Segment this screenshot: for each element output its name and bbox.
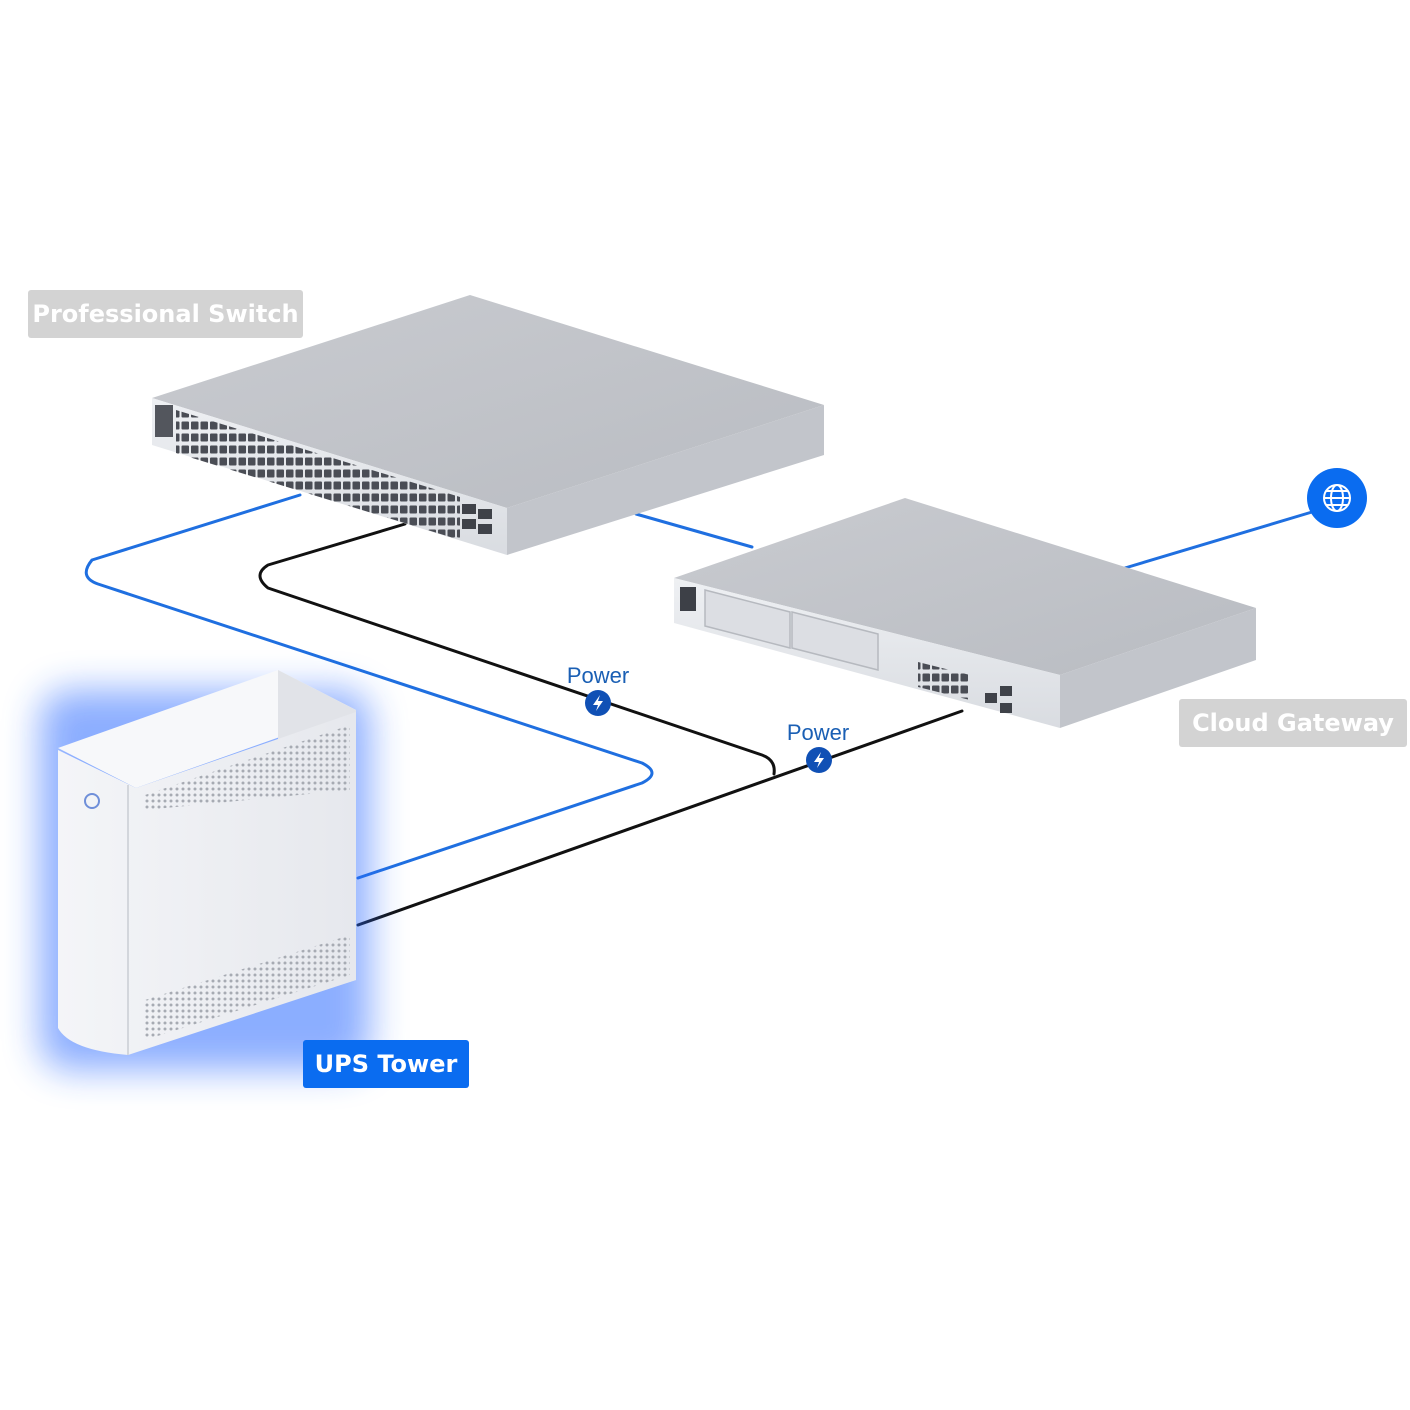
power-label-2: Power — [787, 720, 849, 745]
cables — [84, 493, 1314, 927]
power-cable-ups-to-switch — [258, 522, 776, 776]
bolt-icon — [593, 695, 603, 711]
ups-vent-lower — [145, 935, 350, 1040]
power-cable-ups-to-gateway — [356, 709, 964, 927]
ups-vent-upper — [145, 725, 350, 810]
professional-switch-device[interactable] — [152, 295, 824, 555]
data-link-gateway-to-internet — [1123, 510, 1314, 570]
drive-bay-1 — [704, 589, 791, 649]
power-button — [680, 587, 696, 611]
cloud-gateway-label[interactable]: Cloud Gateway — [1179, 699, 1407, 747]
power-connection-2: Power — [787, 720, 849, 773]
console-port — [155, 405, 173, 437]
ups-tower-device[interactable] — [40, 670, 370, 1070]
sfp-ports — [462, 504, 492, 534]
data-link-switch-to-gateway — [634, 512, 754, 549]
drive-bay-2 — [791, 611, 879, 671]
internet-node[interactable] — [1307, 468, 1367, 528]
ups-status-led — [84, 793, 100, 809]
globe-icon — [1323, 484, 1351, 512]
cloud-gateway-device[interactable] — [674, 498, 1256, 728]
professional-switch-label[interactable]: Professional Switch — [28, 290, 303, 338]
power-label-1: Power — [567, 663, 629, 688]
gateway-lan-ports — [918, 662, 970, 700]
power-connection-1: Power — [567, 663, 629, 716]
data-link-ups-to-switch — [84, 493, 654, 880]
bolt-icon — [814, 752, 824, 768]
ups-tower-label[interactable]: UPS Tower — [303, 1040, 469, 1088]
